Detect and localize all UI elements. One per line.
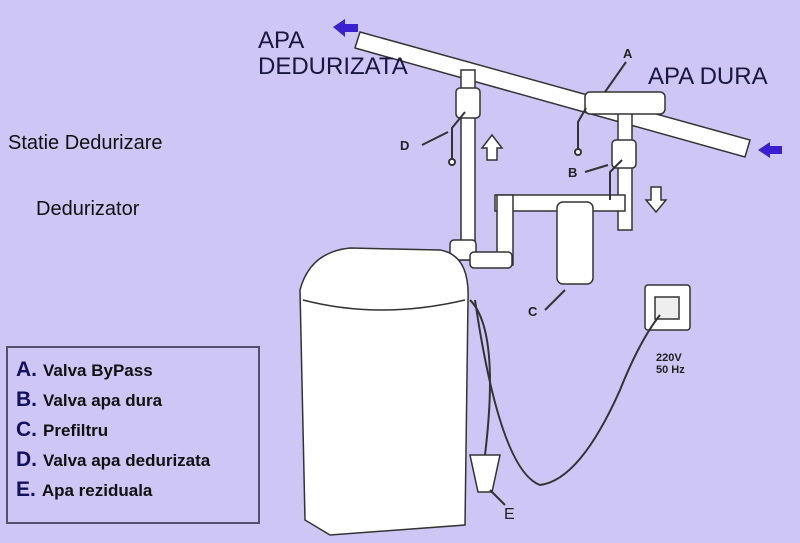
arrow-down-icon <box>644 186 668 214</box>
label-line: APA <box>258 27 305 54</box>
label-softened-water: APA DEDURIZATA <box>258 28 408 80</box>
legend-text: Valva apa dura <box>43 391 163 410</box>
legend-item: B. Valva apa dura <box>16 388 162 412</box>
title-station: Statie Dedurizare <box>8 132 163 154</box>
power-spec: 220V 50 Hz <box>656 352 685 376</box>
title-softener: Dedurizator <box>36 198 140 220</box>
frequency: 50 Hz <box>656 364 685 376</box>
legend-item: C. Prefiltru <box>16 418 108 442</box>
label-line: DEDURIZATA <box>258 53 408 80</box>
legend-text: Valva ByPass <box>43 361 153 380</box>
marker-c: C <box>528 304 538 319</box>
legend-key: B. <box>16 388 37 411</box>
marker-a: A <box>623 46 633 61</box>
legend-item: E. Apa reziduala <box>16 478 152 502</box>
arrow-up-icon <box>480 133 504 161</box>
legend-text: Apa reziduala <box>41 481 153 500</box>
marker-d: D <box>400 138 410 153</box>
legend-text: Prefiltru <box>43 421 109 440</box>
prefilter <box>556 201 594 285</box>
legend-key: C. <box>16 418 37 441</box>
label-hard-water: APA DURA <box>648 63 768 90</box>
legend-item: A. Valva ByPass <box>16 358 153 382</box>
legend-key: D. <box>16 448 37 471</box>
voltage: 220V <box>656 352 682 364</box>
legend-key: E. <box>16 478 36 501</box>
arrow-in-icon <box>758 142 782 158</box>
softener-cabinet <box>299 247 469 536</box>
brine-cup <box>469 454 501 493</box>
drain-hose <box>469 299 491 456</box>
marker-e: E <box>504 506 515 523</box>
legend-item: D. Valva apa dedurizata <box>16 448 210 472</box>
legend: A. Valva ByPass B. Valva apa dura C. Prefil… <box>6 346 260 524</box>
arrow-out-icon <box>333 19 358 37</box>
marker-b: B <box>568 165 578 180</box>
legend-text: Valva apa dedurizata <box>43 451 211 470</box>
power-cable <box>474 299 661 487</box>
legend-key: A. <box>16 358 37 381</box>
main-pipe <box>354 31 751 158</box>
pipe-hard-riser <box>617 109 633 231</box>
